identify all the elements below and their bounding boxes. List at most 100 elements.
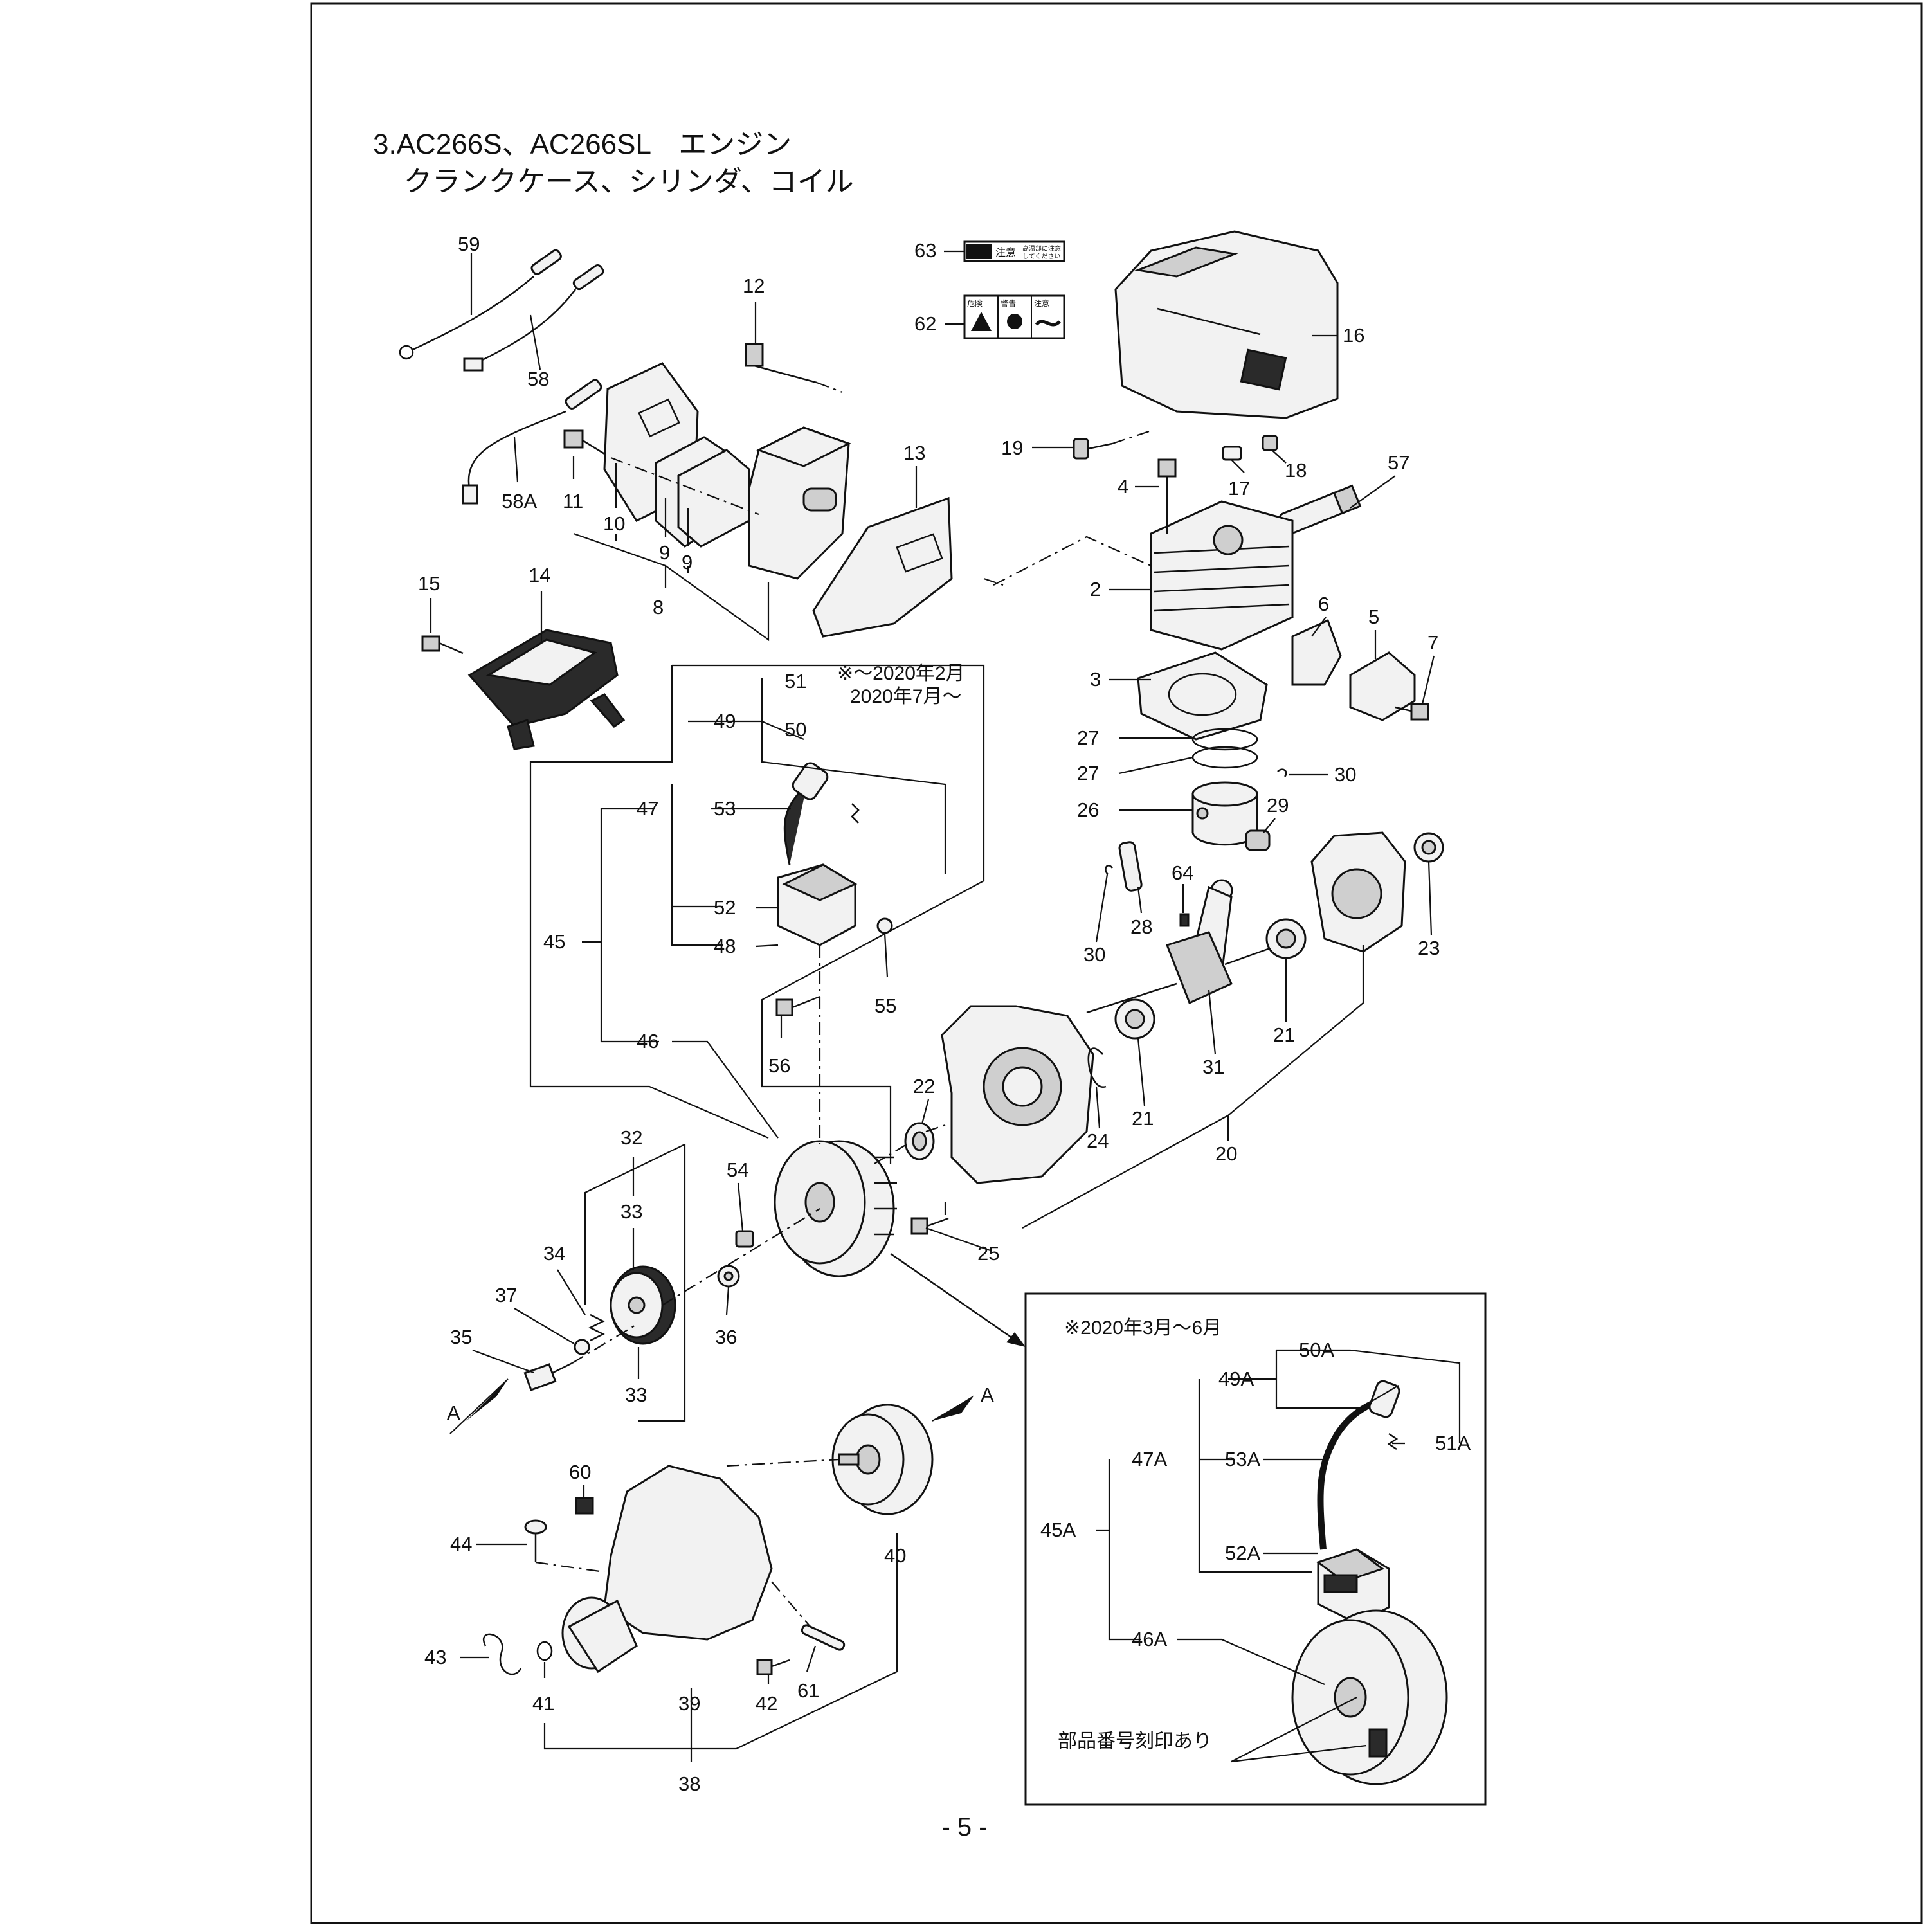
part-label-45a: 45A bbox=[1040, 1519, 1076, 1541]
spark-plug-57-shape bbox=[1278, 484, 1362, 536]
part-label-42: 42 bbox=[756, 1692, 777, 1715]
ring-41-shape bbox=[536, 1641, 553, 1661]
air-cleaner-14-shape bbox=[467, 629, 626, 750]
part-label-33b: 33 bbox=[625, 1384, 647, 1406]
part-label-44: 44 bbox=[450, 1533, 472, 1555]
flywheel-46-shape bbox=[774, 1140, 897, 1277]
part-label-27a: 27 bbox=[1077, 727, 1099, 749]
gasket-3-shape bbox=[1137, 651, 1268, 741]
part-label-56: 56 bbox=[768, 1054, 790, 1077]
part-label-17: 17 bbox=[1228, 477, 1250, 500]
part-label-12: 12 bbox=[743, 275, 765, 297]
caution-label-63-text-3: してください bbox=[1022, 253, 1060, 260]
part-label-15: 15 bbox=[418, 572, 440, 595]
nut-18-shape bbox=[1262, 435, 1278, 451]
part-label-45: 45 bbox=[543, 930, 565, 953]
bolt-11-shape bbox=[563, 429, 611, 459]
spring-34-shape bbox=[588, 1314, 605, 1342]
part-label-58a: 58A bbox=[502, 490, 537, 512]
part-label-4: 4 bbox=[1118, 475, 1128, 498]
part-label-46: 46 bbox=[637, 1030, 658, 1052]
inset-spring-51a-shape bbox=[1387, 1432, 1399, 1450]
part-label-40: 40 bbox=[884, 1544, 906, 1567]
screw-44-shape bbox=[524, 1519, 547, 1562]
part-label-11: 11 bbox=[563, 490, 583, 512]
part-label-3: 3 bbox=[1090, 668, 1101, 691]
part-label-35: 35 bbox=[450, 1326, 472, 1348]
part-label-49: 49 bbox=[714, 710, 736, 732]
part-label-7: 7 bbox=[1427, 631, 1438, 654]
sleeve-17-shape bbox=[1222, 446, 1242, 461]
part-label-47: 47 bbox=[637, 797, 658, 820]
part-label-21b: 21 bbox=[1132, 1107, 1154, 1130]
part-label-39: 39 bbox=[678, 1692, 700, 1715]
page-border bbox=[310, 2, 1923, 1924]
part-label-41: 41 bbox=[532, 1692, 554, 1715]
needle-bearing-29-shape bbox=[1245, 829, 1271, 851]
part-label-9b: 9 bbox=[682, 551, 693, 573]
clutch-32-shape bbox=[610, 1265, 676, 1345]
washer-36-shape bbox=[717, 1265, 740, 1288]
part-label-46a: 46A bbox=[1132, 1628, 1167, 1650]
insulator-5-shape bbox=[1349, 651, 1416, 721]
bearing-21b-shape bbox=[1114, 998, 1155, 1040]
part-label-53a: 53A bbox=[1225, 1448, 1260, 1470]
view-arrows bbox=[449, 1252, 1026, 1434]
ignition-coil-48-shape bbox=[777, 863, 858, 946]
cylinder-2-shape bbox=[1150, 500, 1294, 651]
part-label-48: 48 bbox=[714, 935, 736, 957]
clip-30b-shape bbox=[1105, 864, 1113, 875]
part-label-2: 2 bbox=[1090, 578, 1101, 600]
bolt-25-shape bbox=[910, 1217, 949, 1235]
danger-label-62-text-2: 警告 bbox=[1001, 298, 1016, 308]
crankcase-left-shape bbox=[941, 1005, 1094, 1184]
bolt-35-shape bbox=[523, 1362, 573, 1391]
part-label-23: 23 bbox=[1418, 937, 1440, 959]
part-label-30b: 30 bbox=[1083, 943, 1105, 966]
danger-label-62-text-1: 危険 bbox=[967, 299, 983, 308]
key-64-shape bbox=[1179, 913, 1190, 927]
part-label-63: 63 bbox=[914, 239, 936, 262]
part-label-31: 31 bbox=[1202, 1056, 1224, 1078]
heat-shield-13-shape bbox=[812, 496, 953, 638]
nut-54-shape bbox=[735, 1230, 754, 1248]
bolt-7-shape bbox=[1395, 703, 1429, 721]
clip-30a-shape bbox=[1277, 768, 1287, 777]
bolt-42-shape bbox=[756, 1659, 790, 1675]
ring-27a-shape bbox=[1191, 728, 1258, 751]
wire-59-shape bbox=[399, 249, 562, 360]
piston-pin-28-shape bbox=[1118, 841, 1143, 892]
view-arrow-label-left: A bbox=[447, 1402, 460, 1424]
screw-15-shape bbox=[421, 635, 464, 655]
pin-61-shape bbox=[801, 1624, 846, 1651]
part-label-33a: 33 bbox=[620, 1200, 642, 1223]
center-lines bbox=[535, 381, 1168, 1627]
part-label-16: 16 bbox=[1343, 324, 1364, 347]
sponge-60-shape bbox=[575, 1497, 594, 1515]
part-label-61: 61 bbox=[797, 1679, 819, 1702]
part-label-10: 10 bbox=[603, 512, 625, 535]
part-label-14: 14 bbox=[529, 564, 550, 586]
part-label-20: 20 bbox=[1215, 1142, 1237, 1165]
danger-label-62: 危険 警告 注意 bbox=[963, 294, 1065, 339]
part-label-34: 34 bbox=[543, 1242, 565, 1265]
part-label-9a: 9 bbox=[659, 541, 670, 564]
page-title-line-1: 3.AC266S、AC266SL エンジン bbox=[373, 129, 792, 160]
part-label-28: 28 bbox=[1130, 916, 1152, 938]
collar-55-shape bbox=[876, 917, 893, 934]
part-label-22: 22 bbox=[913, 1075, 935, 1097]
part-label-53: 53 bbox=[714, 797, 736, 820]
plug-cap-50-shape bbox=[792, 762, 829, 800]
part-label-51: 51 bbox=[784, 670, 806, 692]
note-part-number-engraved: 部品番号刻印あり bbox=[1058, 1731, 1212, 1752]
cylinder-cover-16-shape bbox=[1114, 230, 1339, 419]
bolt-12-shape bbox=[745, 343, 817, 384]
muffler-shape bbox=[748, 426, 851, 580]
wire-58a-shape bbox=[462, 379, 602, 505]
caution-label-63: 注意 高温部に注意 してください bbox=[963, 240, 1065, 262]
part-label-43: 43 bbox=[424, 1646, 446, 1668]
part-label-55: 55 bbox=[874, 995, 896, 1017]
part-label-54: 54 bbox=[727, 1159, 748, 1181]
page-title: 3.AC266S、AC266SL エンジン クランクケース、シリンダ、コイル bbox=[373, 126, 854, 201]
part-label-58: 58 bbox=[527, 368, 549, 390]
